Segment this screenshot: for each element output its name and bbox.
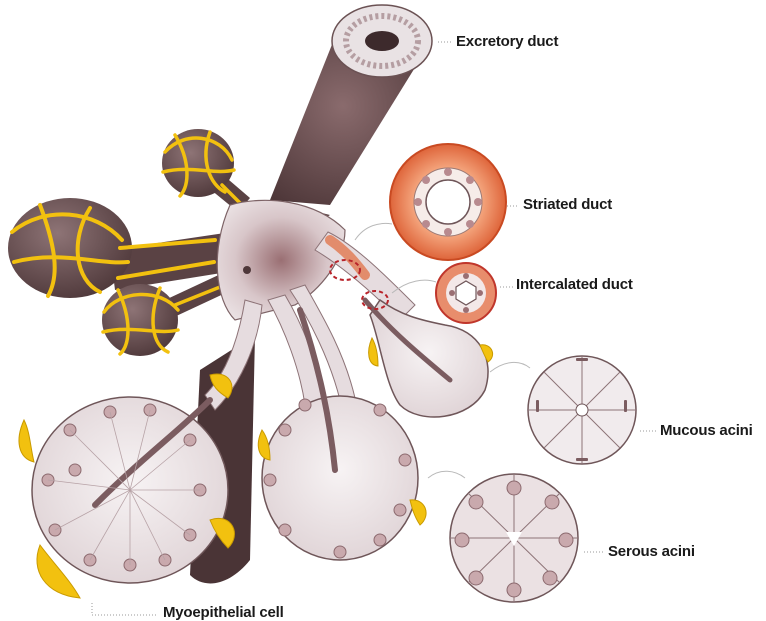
- lobe-left-large: [8, 198, 245, 298]
- label-serous-acini: Serous acini: [608, 543, 695, 560]
- mucous-acini-section: [527, 355, 637, 465]
- lobe-mid-small: [101, 272, 232, 356]
- serous-acini-section: [449, 473, 579, 603]
- serous-lobe-middle: [261, 284, 419, 561]
- label-intercalated-duct: Intercalated duct: [516, 276, 633, 293]
- intercalated-duct-highlight: [361, 290, 389, 310]
- duct-branch-right: [314, 231, 489, 418]
- striated-duct-section: [389, 143, 507, 261]
- lobe-top-small: [161, 129, 250, 212]
- myoepithelial-cells: [18, 336, 494, 599]
- callout-arcs: [354, 222, 531, 479]
- label-myoepithelial-cell: Myoepithelial cell: [163, 604, 284, 621]
- leader-lines: [91, 41, 656, 616]
- label-mucous-acini: Mucous acini: [660, 422, 753, 439]
- striated-duct-highlight: [329, 259, 361, 281]
- label-striated-duct: Striated duct: [523, 196, 613, 213]
- central-hub: [216, 199, 346, 321]
- label-excretory-duct: Excretory duct: [456, 33, 559, 50]
- intercalated-duct-section: [435, 262, 497, 324]
